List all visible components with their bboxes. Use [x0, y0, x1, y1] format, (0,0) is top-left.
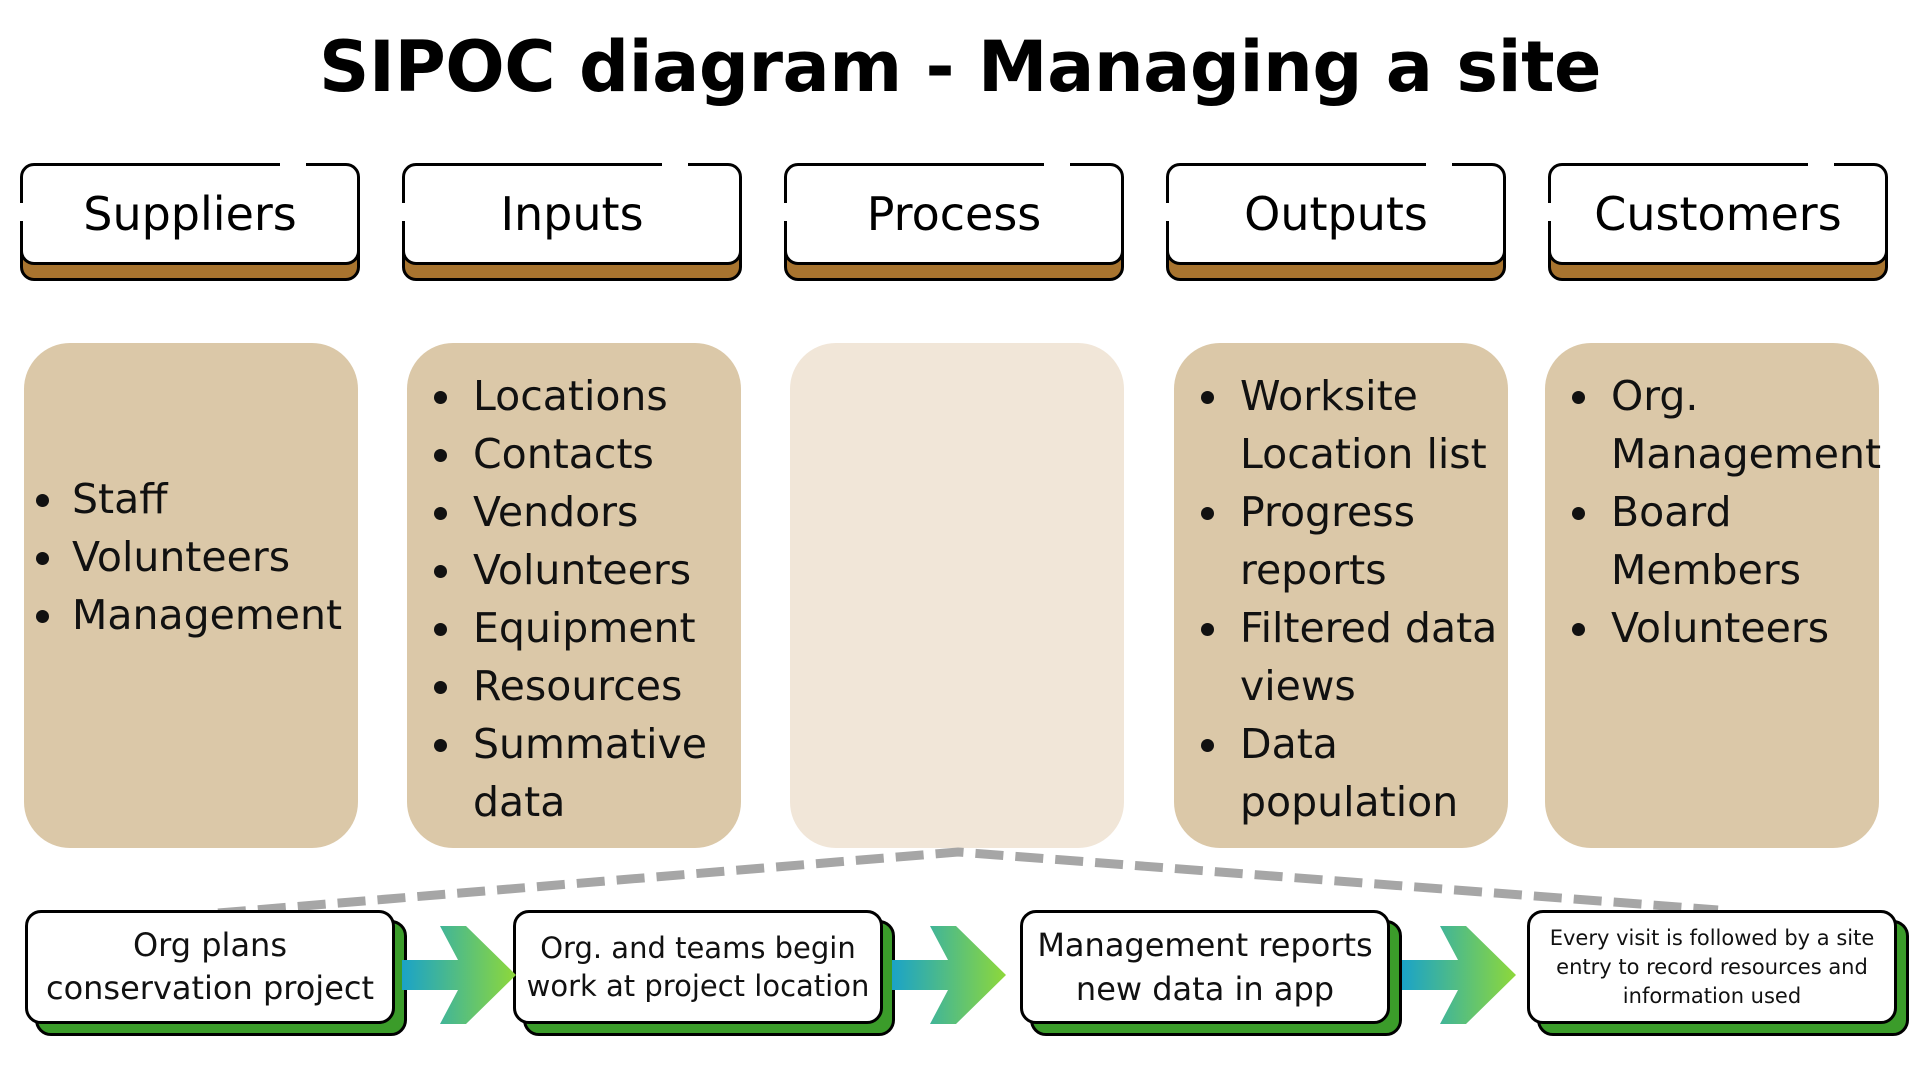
list-item: Volunteers [1545, 599, 1875, 657]
outputs-list: Worksite Location list Progress reports … [1174, 367, 1500, 831]
step-box: Management reports new data in app [1020, 910, 1390, 1024]
list-item: Management [24, 586, 358, 644]
arrow-right-icon [892, 926, 1006, 1024]
step-text: Org. and teams begin work at project loc… [526, 931, 870, 1003]
header-gap [1044, 159, 1070, 167]
header-inputs: Inputs [398, 159, 742, 281]
header-gap [16, 203, 24, 221]
suppliers-card: Staff Volunteers Management [24, 343, 358, 848]
customers-list: Org. Management Board Members Volunteers [1545, 367, 1881, 657]
diagram-title: SIPOC diagram - Managing a site [318, 26, 1602, 108]
list-item: Staff [24, 470, 358, 528]
arrow-right-icon [1402, 926, 1516, 1024]
step-box: Org. and teams begin work at project loc… [513, 910, 883, 1024]
list-item: Equipment [407, 599, 741, 657]
step-text: Every visit is followed by a site entry … [1549, 925, 1875, 1008]
header-label: Outputs [1166, 163, 1506, 265]
header-label: Suppliers [20, 163, 360, 265]
header-gap [1544, 203, 1552, 221]
list-item: Board Members [1545, 483, 1875, 599]
header-label: Inputs [402, 163, 742, 265]
header-gap [398, 203, 406, 221]
step-2: Org. and teams begin work at project loc… [513, 910, 895, 1036]
suppliers-list: Staff Volunteers Management [24, 470, 358, 644]
step-text: Org plans conservation project [45, 926, 375, 1007]
list-item: Filtered data views [1174, 599, 1500, 715]
list-item: Worksite Location list [1174, 367, 1500, 483]
list-item: Locations [407, 367, 741, 425]
list-item: Org. Management [1545, 367, 1881, 483]
step-1: Org plans conservation project [25, 910, 407, 1036]
step-text: Management reports new data in app [1037, 926, 1373, 1008]
list-item: Summative data [407, 715, 741, 831]
list-item: Vendors [407, 483, 741, 541]
outputs-card: Worksite Location list Progress reports … [1174, 343, 1508, 848]
process-card [790, 343, 1124, 848]
list-item: Progress reports [1174, 483, 1500, 599]
step-box: Every visit is followed by a site entry … [1527, 910, 1897, 1024]
arrow-right-icon [402, 926, 516, 1024]
header-gap [1426, 159, 1452, 167]
list-item: Contacts [407, 425, 741, 483]
step-4: Every visit is followed by a site entry … [1527, 910, 1909, 1036]
step-box: Org plans conservation project [25, 910, 395, 1024]
header-gap [1162, 203, 1170, 221]
customers-card: Org. Management Board Members Volunteers [1545, 343, 1881, 848]
header-label: Process [784, 163, 1124, 265]
header-suppliers: Suppliers [16, 159, 360, 281]
header-outputs: Outputs [1162, 159, 1506, 281]
header-process: Process [780, 159, 1124, 281]
header-gap [1808, 159, 1834, 167]
header-customers: Customers [1544, 159, 1888, 281]
header-gap [280, 159, 306, 167]
inputs-list: Locations Contacts Vendors Volunteers Eq… [407, 367, 741, 831]
list-item: Data population [1174, 715, 1500, 831]
header-gap [662, 159, 688, 167]
list-item: Resources [407, 657, 741, 715]
inputs-card: Locations Contacts Vendors Volunteers Eq… [407, 343, 741, 848]
step-3: Management reports new data in app [1020, 910, 1402, 1036]
list-item: Volunteers [24, 528, 358, 586]
header-gap [780, 203, 788, 221]
header-label: Customers [1548, 163, 1888, 265]
list-item: Volunteers [407, 541, 741, 599]
